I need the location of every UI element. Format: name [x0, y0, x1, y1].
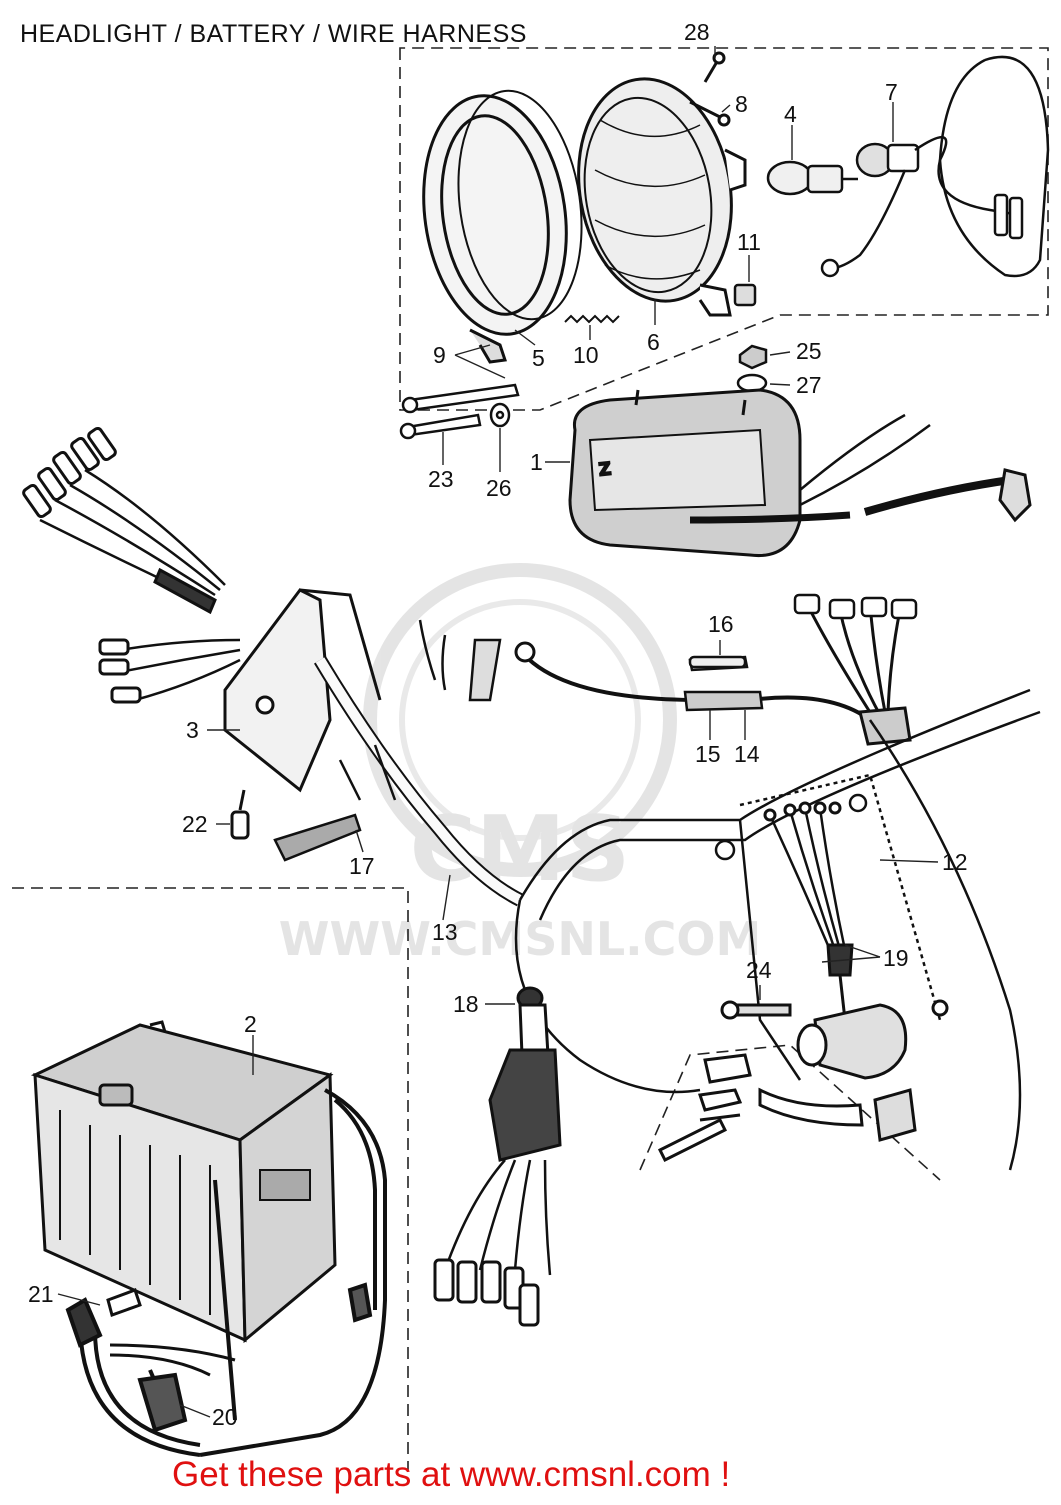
callout-5: 5 — [532, 345, 545, 371]
callout-24: 24 — [746, 957, 772, 983]
socket-7 — [820, 135, 1024, 278]
watermark-url: WWW.CMSNL.COM — [279, 912, 762, 966]
battery-cables — [65, 1088, 387, 1457]
callout-19: 19 — [883, 945, 909, 971]
callout-28: 28 — [684, 19, 710, 45]
callout-14: 14 — [734, 741, 760, 767]
callout-13: 13 — [432, 919, 458, 945]
leader-lines — [57, 46, 939, 1418]
battery — [30, 1020, 337, 1344]
washer-27 — [736, 373, 768, 393]
callout-15: 15 — [695, 741, 721, 767]
fuse-16 — [688, 655, 747, 669]
callout-3: 3 — [186, 717, 199, 743]
callout-8: 8 — [735, 91, 748, 117]
callout-11: 11 — [737, 229, 761, 255]
headlight-unit — [577, 77, 747, 317]
bulb-4 — [766, 160, 858, 196]
group-outlines — [12, 47, 1049, 1470]
callout-18: 18 — [453, 991, 479, 1017]
callout-17: 17 — [349, 853, 375, 879]
headlight-rim — [422, 89, 583, 364]
washer-26 — [489, 402, 511, 428]
connector-18 — [433, 986, 562, 1327]
main-harness — [273, 593, 918, 907]
diagram-title: HEADLIGHT / BATTERY / WIRE HARNESS — [20, 20, 527, 48]
nut-25 — [738, 344, 768, 370]
callout-7: 7 — [885, 79, 898, 105]
connector-bundle-3 — [22, 426, 382, 793]
headlight-case-edge — [938, 55, 1050, 278]
callout-27: 27 — [796, 372, 822, 398]
callout-20: 20 — [212, 1404, 238, 1430]
svg-text:Z: Z — [598, 459, 611, 479]
frame-outline — [514, 688, 1041, 1171]
callout-21: 21 — [28, 1281, 54, 1307]
callout-1: 1 — [530, 449, 543, 475]
screw-23 — [399, 413, 482, 440]
callouts: 1 2 3 4 5 6 7 8 9 10 11 12 13 14 15 16 1… — [28, 19, 968, 1430]
ignition-coil: Z — [568, 388, 1032, 558]
callout-6: 6 — [647, 329, 660, 355]
footer-link[interactable]: Get these parts at www.cmsnl.com ! — [172, 1455, 731, 1494]
bolt-22 — [230, 789, 250, 840]
callout-2: 2 — [244, 1011, 257, 1037]
key-set — [657, 1053, 917, 1163]
callout-23: 23 — [428, 466, 454, 492]
callout-22: 22 — [182, 811, 208, 837]
callout-26: 26 — [486, 475, 512, 501]
callout-25: 25 — [796, 338, 822, 364]
callout-10: 10 — [573, 342, 599, 368]
nut-11 — [733, 283, 757, 307]
callout-4: 4 — [784, 101, 797, 127]
screw-9 — [401, 383, 520, 414]
callout-12: 12 — [942, 849, 968, 875]
screw-8 — [689, 100, 731, 127]
spring-10 — [564, 314, 620, 324]
screw-28 — [703, 51, 726, 83]
bolt-21 — [106, 1288, 142, 1317]
callout-16: 16 — [708, 611, 734, 637]
callout-9: 9 — [433, 342, 446, 368]
